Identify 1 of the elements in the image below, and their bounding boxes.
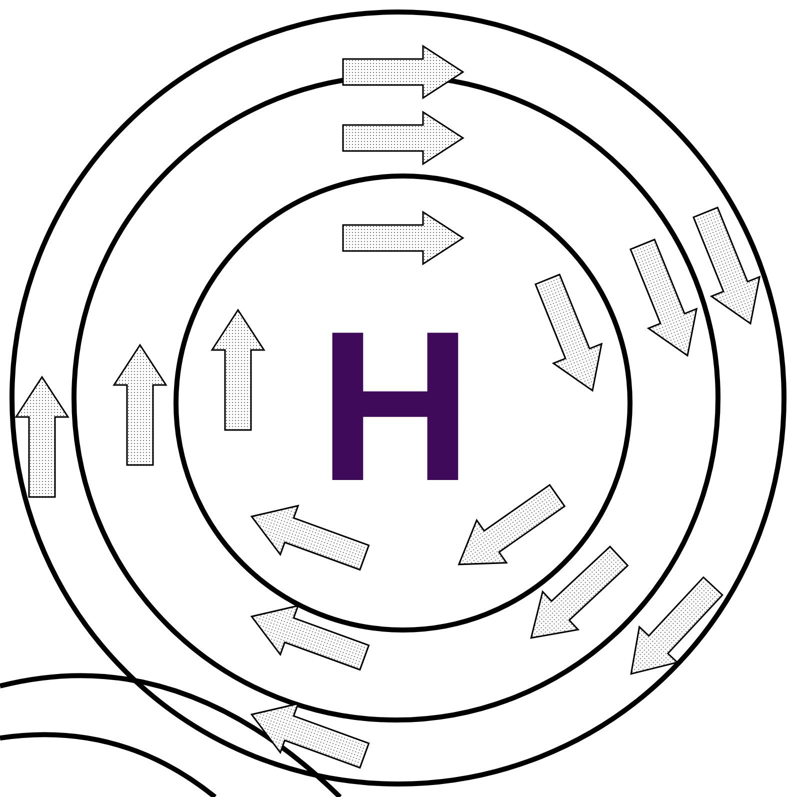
pressure-symbol: H [318, 300, 473, 514]
